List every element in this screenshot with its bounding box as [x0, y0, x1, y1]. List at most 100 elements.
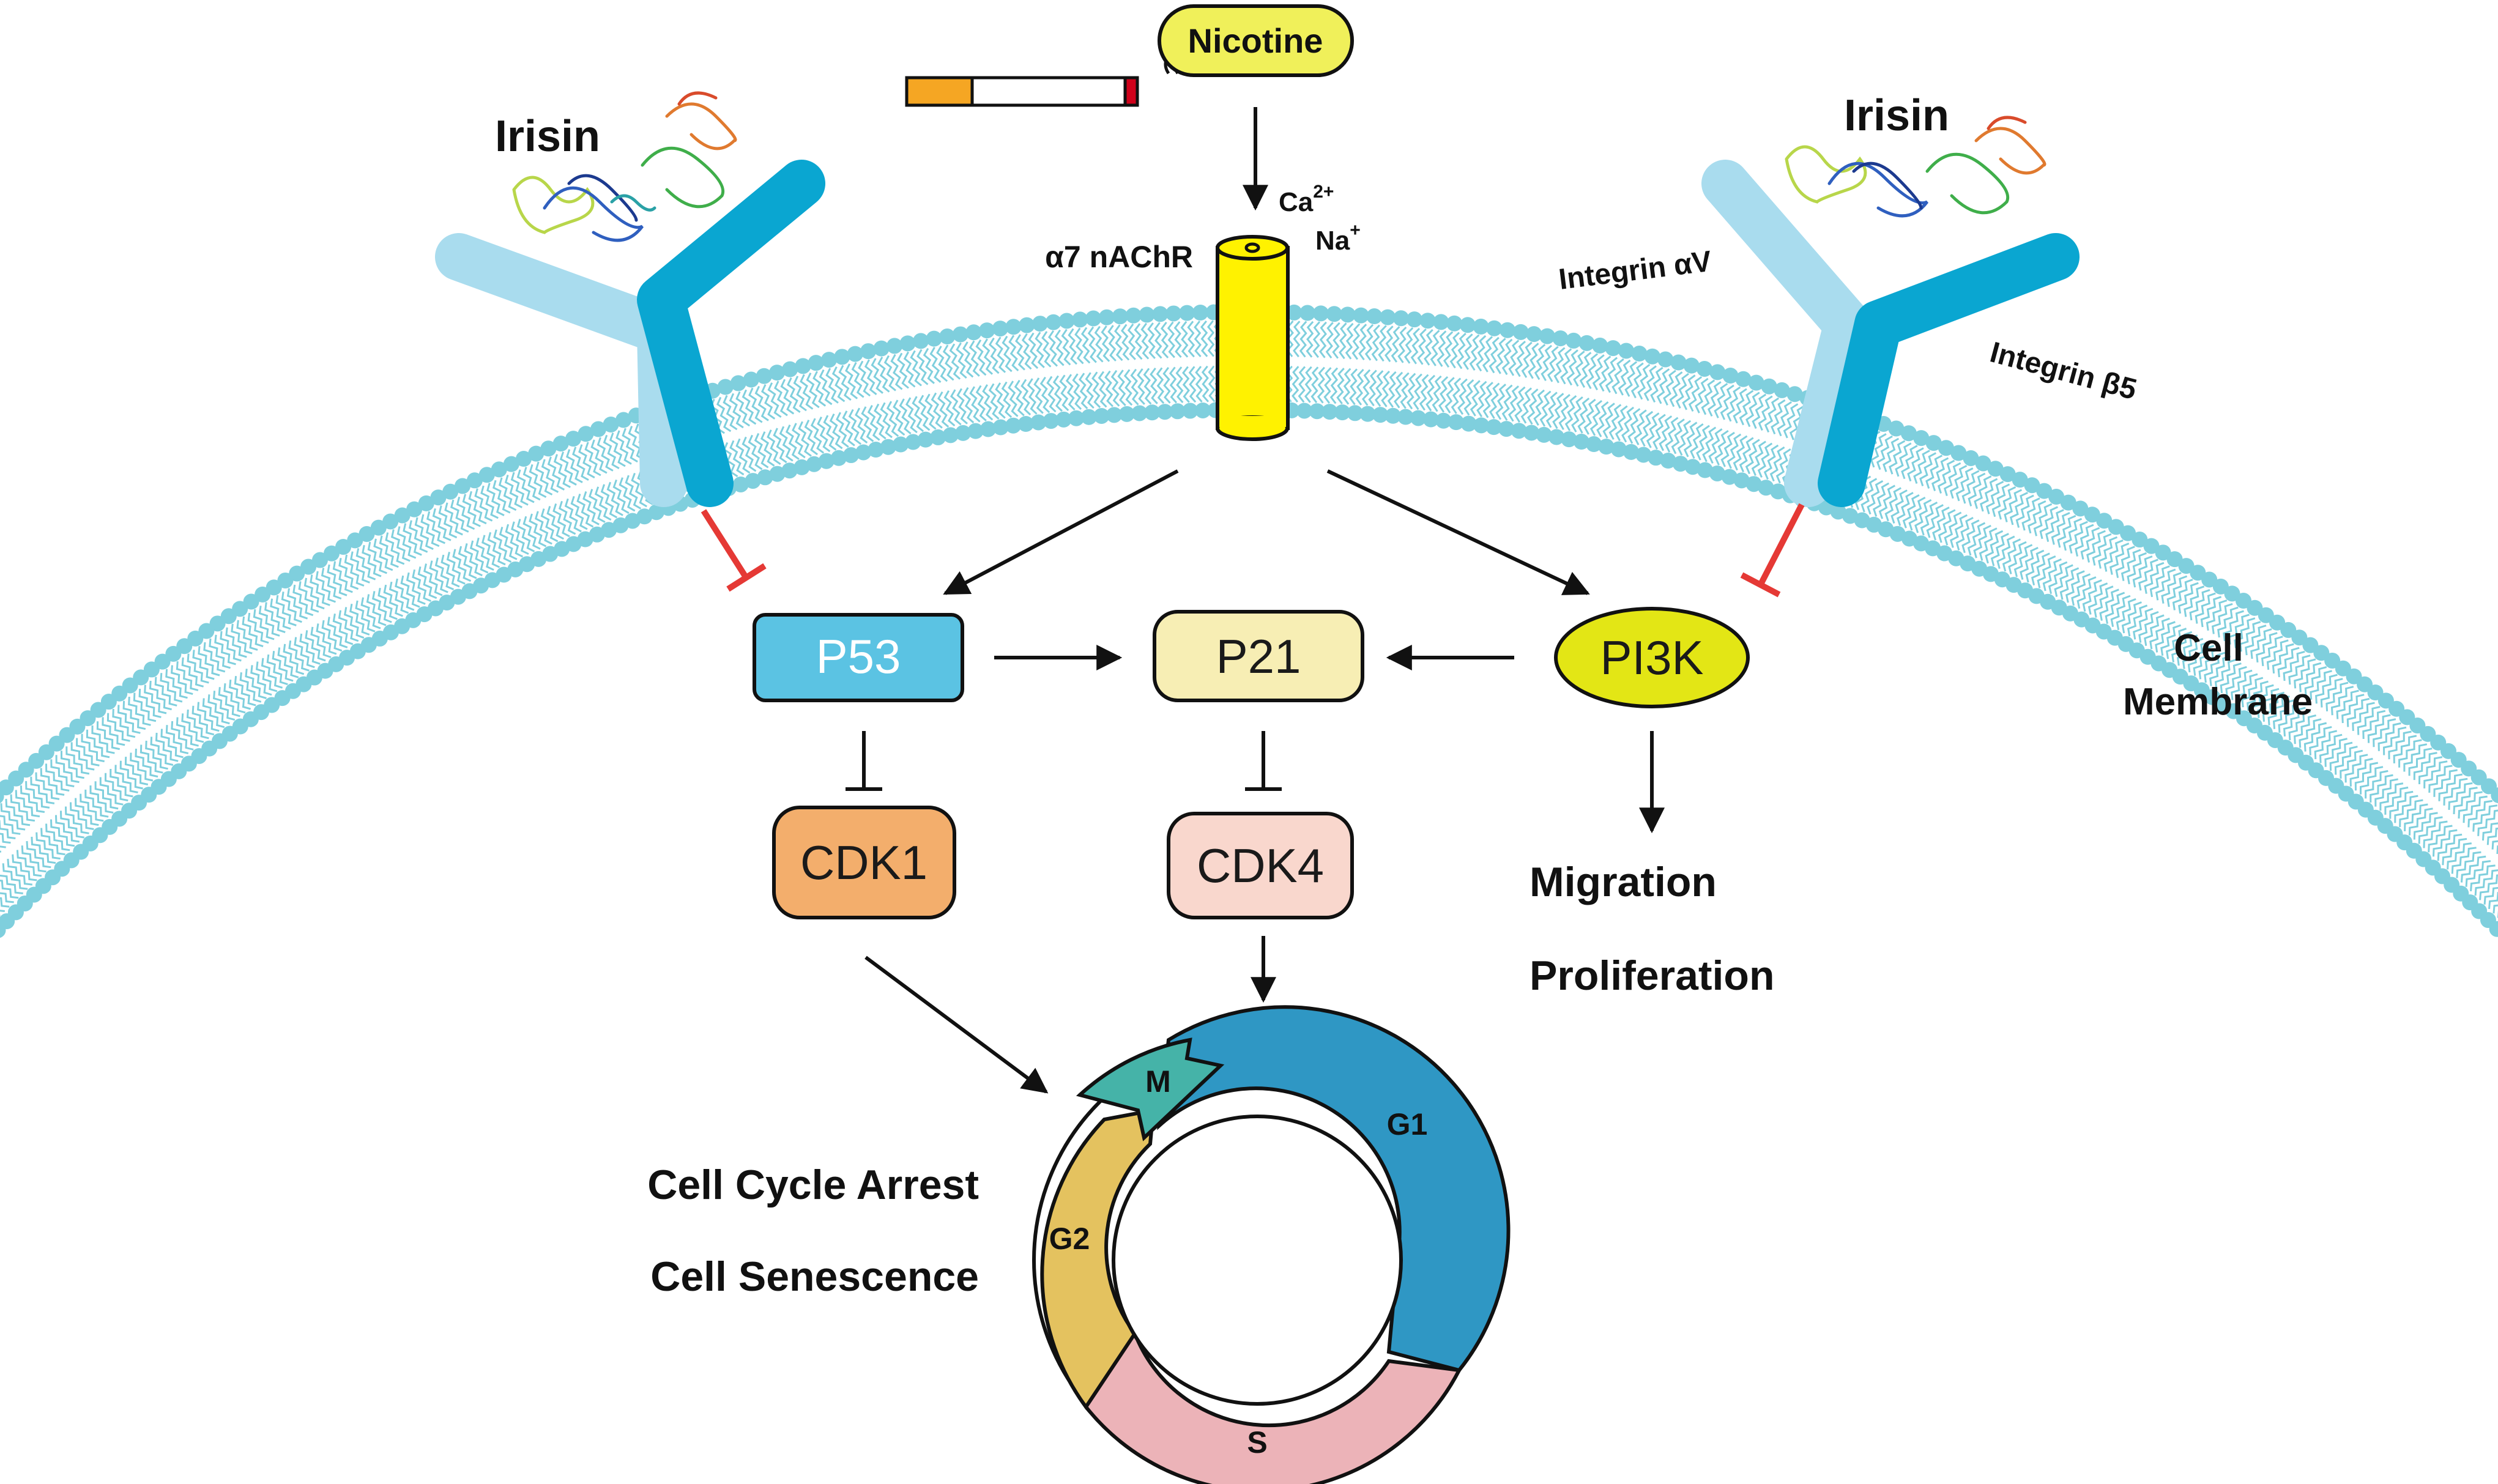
lipid-tail	[1553, 347, 1566, 384]
lipid-tail	[2294, 714, 2316, 744]
lipid-head	[1380, 309, 1396, 325]
lipid-head	[1758, 480, 1774, 496]
lipid-tail	[403, 523, 422, 556]
lipid-tail	[1298, 366, 1306, 403]
lipid-tail	[0, 892, 14, 903]
lipid-tail	[2428, 825, 2453, 853]
cigarette-icon	[905, 76, 1139, 107]
lipid-tail	[2098, 536, 2118, 569]
lipid-tail	[2483, 886, 2498, 905]
lipid-head	[2060, 494, 2076, 511]
lipid-tail	[603, 434, 620, 470]
lipid-tail	[220, 631, 242, 662]
lipid-tail	[1046, 376, 1057, 413]
lipid-head	[1610, 441, 1627, 458]
lipid-head	[1144, 404, 1161, 421]
lipid-head	[1359, 406, 1376, 422]
lipid-tail	[516, 469, 535, 503]
lipid-tail	[871, 358, 883, 394]
lipid-tail	[1381, 370, 1390, 407]
lipid-head	[887, 338, 903, 354]
membrane-label-line2: Membrane	[2123, 681, 2313, 723]
lipid-tail	[412, 569, 431, 602]
lipid-head	[1670, 354, 1687, 371]
lipid-tail	[1101, 325, 1110, 362]
lipid-head	[1660, 453, 1676, 469]
lipid-tail	[2086, 530, 2106, 563]
sodium-ion-label: Na+	[1315, 220, 1361, 256]
lipid-head	[2235, 593, 2251, 609]
lipid-tail	[861, 406, 874, 442]
lipid-tail	[886, 401, 899, 437]
lipid-tail	[2352, 702, 2375, 731]
lipid-tail	[2423, 760, 2448, 788]
lipid-tail	[1417, 328, 1427, 365]
lipid-tail	[1317, 366, 1325, 404]
lipid-tail	[91, 725, 115, 754]
lipid-head	[1697, 462, 1713, 478]
lipid-tail	[855, 407, 868, 443]
lipid-tail	[2346, 697, 2370, 727]
lipid-tail	[1560, 348, 1572, 385]
lipid-tail	[2418, 816, 2443, 844]
lipid-head	[1561, 431, 1577, 448]
lipid-tail	[2404, 803, 2428, 831]
lipid-head	[1536, 426, 1552, 443]
nachr-label: α7 nAChR	[1045, 240, 1193, 274]
lipid-tail	[2155, 621, 2176, 653]
lipid-tail	[748, 387, 763, 423]
lipid-tail	[355, 548, 376, 581]
lipid-tail	[969, 386, 981, 423]
lipid-tail	[1469, 334, 1480, 371]
lipid-tail	[2256, 632, 2278, 663]
lipid-head	[795, 358, 811, 374]
lipid-tail	[2423, 820, 2448, 848]
lipid-tail	[50, 759, 75, 787]
lipid-tail	[1160, 321, 1169, 358]
lipid-tail	[355, 600, 376, 633]
lipid-tail	[2110, 595, 2131, 627]
lipid-tail	[1733, 435, 1748, 471]
lipid-tail	[1462, 333, 1473, 370]
lipid-tail	[1054, 329, 1065, 366]
lipid-tail	[1571, 396, 1583, 432]
integrin-receptor-right	[1701, 160, 2080, 507]
lipid-tail	[2451, 847, 2477, 874]
lipid-tail	[606, 481, 623, 516]
lipid-tail	[905, 397, 918, 434]
lipid-tail	[81, 733, 105, 763]
lipid-head	[1156, 404, 1173, 420]
lipid-head	[1397, 409, 1414, 425]
lipid-tail	[86, 729, 110, 759]
lipid-tail	[825, 368, 839, 404]
lipid-tail	[1769, 446, 1785, 482]
lipid-head	[880, 439, 896, 455]
lipid-tail	[2389, 790, 2414, 819]
lipid-tail	[1656, 368, 1670, 404]
lipid-head	[769, 365, 786, 381]
lipid-head	[1030, 414, 1047, 431]
lipid-head	[1152, 306, 1169, 322]
lipid-tail	[321, 620, 343, 652]
lipid-tail	[1206, 320, 1215, 357]
lipid-tail	[858, 360, 871, 397]
lipid-head	[1548, 429, 1565, 445]
lipid-tail	[1015, 334, 1025, 371]
lipid-tail	[2198, 648, 2220, 680]
lipid-tail	[1074, 327, 1084, 365]
lipid-tail	[0, 850, 2, 853]
lipid-tail	[1368, 369, 1377, 407]
lipid-head	[1058, 313, 1075, 329]
lipid-tail	[1883, 437, 1900, 472]
lipid-tail	[1002, 335, 1013, 373]
senescence-label: Cell Senescence	[650, 1253, 979, 1300]
lipid-tail	[2438, 773, 2463, 801]
lipid-tail	[899, 398, 912, 435]
lipid-tail	[2166, 575, 2188, 607]
lipid-tail	[214, 634, 236, 666]
inhibit-irisin-pi3k	[1758, 503, 1805, 586]
lipid-head	[1735, 371, 1752, 387]
lipid-tail	[390, 529, 411, 562]
lipid-head	[979, 322, 995, 339]
lipid-tail	[829, 413, 843, 450]
